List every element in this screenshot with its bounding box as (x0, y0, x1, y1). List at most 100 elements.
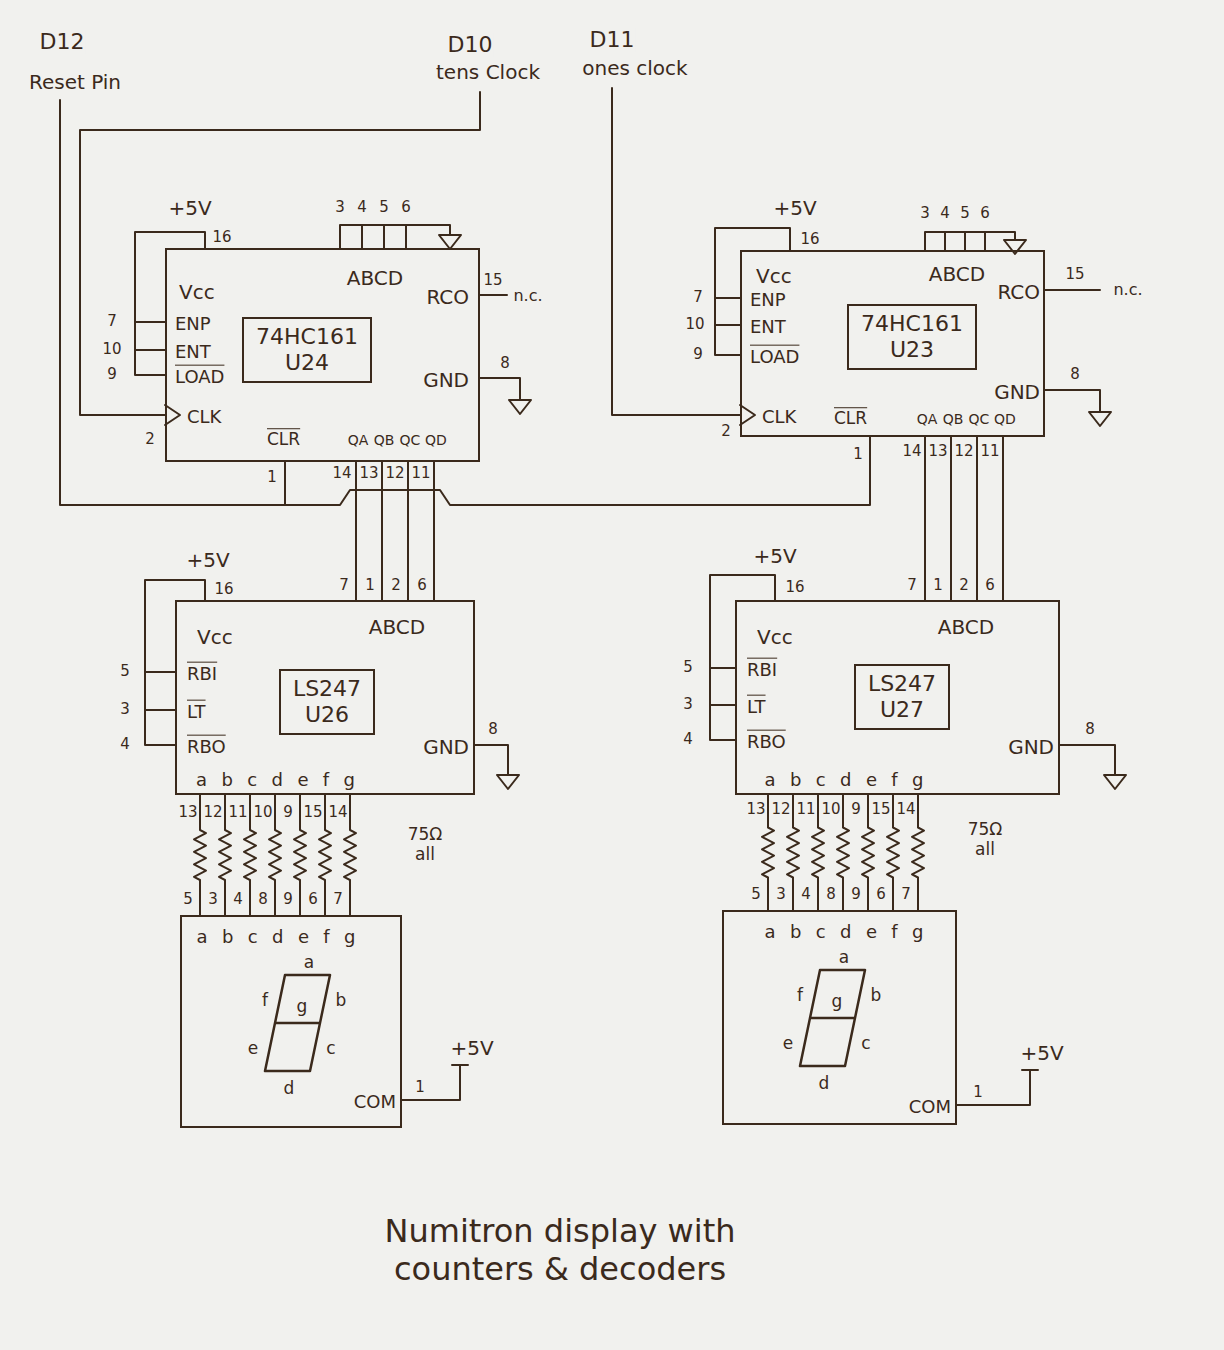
pin-label: 2 (144, 431, 156, 448)
pin-label: 8 (257, 891, 269, 908)
pin-label: 8 (487, 721, 499, 738)
pin-label: 12 (384, 465, 405, 482)
pin-label: 7 (106, 313, 118, 330)
pin-name: d (819, 1074, 830, 1094)
pin-name: CLR (834, 409, 867, 429)
pin-label: 6 (979, 205, 991, 222)
rco-wire (1045, 289, 1100, 291)
pin-name: a (839, 948, 849, 968)
pin-label: 15 (482, 272, 503, 289)
pin-label: 11 (227, 804, 248, 821)
pin-name: RCO (426, 286, 469, 309)
pin-name: RCO (997, 281, 1040, 304)
pin-label: n.c. (1112, 281, 1143, 299)
pin-label: 2 (958, 577, 970, 594)
pin-name: e (783, 1034, 793, 1054)
pin-name: abcdefg (765, 922, 938, 943)
pin-label: 11 (410, 465, 431, 482)
pin-label: 5 (682, 659, 694, 676)
pin-label: 1 (932, 577, 944, 594)
pin-label: 10 (101, 341, 122, 358)
pin-name: QA (917, 411, 938, 427)
pin-label: 14 (327, 804, 348, 821)
pin-label: 9 (282, 804, 294, 821)
pin-label: 14 (331, 465, 352, 482)
pin-name: COM (909, 1097, 951, 1118)
signal-wire (433, 462, 435, 600)
chip-label-box: 74HC161U24 (242, 317, 372, 384)
pin-label: 13 (745, 801, 766, 818)
chip-name: U23 (861, 337, 963, 363)
pin-name: Vcc (197, 626, 233, 649)
ground-wire (1045, 390, 1100, 412)
pin-name: abcdefg (197, 927, 370, 948)
pin-label: 10 (252, 804, 273, 821)
pin-name: a (304, 953, 314, 973)
pin-label: 4 (682, 731, 694, 748)
component-box: VccRBILTRBOABCDGNDabcdefgLS247U26 (175, 600, 475, 795)
clock-symbol (165, 405, 180, 425)
pin-label: 2 (720, 423, 732, 440)
pin-label: 1 (364, 577, 376, 594)
pin-name: CLK (762, 407, 796, 428)
pin-label: Reset Pin (28, 71, 122, 94)
signal-wire (924, 437, 926, 600)
pin-name: GND (423, 736, 469, 759)
pin-name: LOAD (750, 347, 799, 368)
pin-label: 13 (927, 443, 948, 460)
pin-name: GND (1008, 736, 1054, 759)
reset-wire (60, 100, 870, 505)
pin-name: e (248, 1039, 258, 1059)
pin-label: 7 (906, 577, 918, 594)
pin-name: b (871, 986, 882, 1006)
pin-name: ABCD (929, 263, 985, 286)
pin-label: 4 (800, 886, 812, 903)
pin-label: +5V (167, 197, 212, 220)
pin-label: 2 (390, 577, 402, 594)
pin-label: 16 (784, 579, 805, 596)
pin-label: 4 (119, 736, 131, 753)
pin-label: 12 (202, 804, 223, 821)
pin-label: 6 (984, 577, 996, 594)
input-tie-wire (340, 225, 450, 248)
clock-symbol (740, 405, 755, 425)
pin-label: n.c. (512, 287, 543, 305)
chip-name: U26 (293, 702, 361, 728)
pin-name: CLR (267, 430, 300, 450)
pin-label: 3 (919, 205, 931, 222)
ground-symbol (497, 775, 519, 789)
pin-label: 12 (953, 443, 974, 460)
chip-name: 74HC161 (861, 311, 963, 337)
pin-name: ENT (175, 342, 211, 363)
ones-clock-wire (612, 88, 740, 415)
resistor-value: 75Ω all (398, 825, 452, 864)
pin-name: ENP (175, 314, 211, 335)
rco-wire (480, 294, 507, 296)
pin-label: 16 (211, 229, 232, 246)
pin-label: 13 (358, 465, 379, 482)
signal-wire (381, 462, 383, 600)
pin-label: 1 (972, 1084, 984, 1101)
pin-label: +5V (772, 197, 817, 220)
pin-label: tens Clock (435, 61, 541, 84)
pin-label: 10 (684, 316, 705, 333)
pin-label: 10 (820, 801, 841, 818)
pin-label: 7 (692, 289, 704, 306)
pin-name: QD (994, 411, 1016, 427)
pin-label: 15 (870, 801, 891, 818)
pin-label: 16 (799, 231, 820, 248)
chip-label-box: 74HC161U23 (847, 304, 977, 371)
pin-name: abcdefg (196, 770, 369, 791)
chip-name: LS247 (868, 671, 936, 697)
pin-name: ABCD (938, 616, 994, 639)
pin-name: f (797, 986, 803, 1006)
pin-name: GND (423, 369, 469, 392)
component-box: abcdefgafbgecdCOM (180, 915, 402, 1128)
pin-name: Vcc (757, 626, 793, 649)
pin-label: 9 (850, 801, 862, 818)
pin-label: 14 (895, 801, 916, 818)
pin-name: c (326, 1039, 335, 1059)
pin-name: RBI (747, 660, 777, 681)
pin-label: 6 (400, 199, 412, 216)
